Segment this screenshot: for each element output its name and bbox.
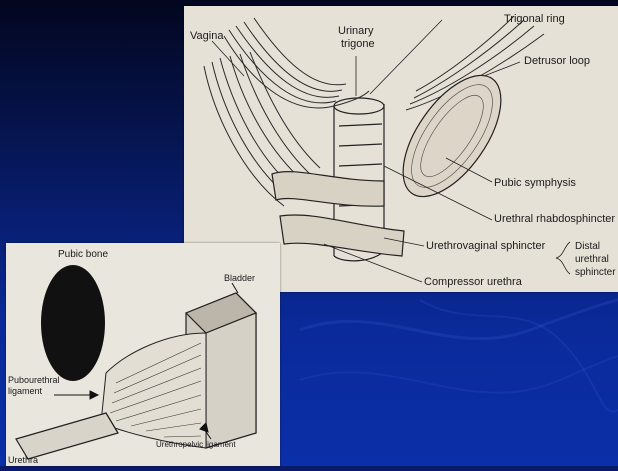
label-pubourethral-line2: ligament	[8, 386, 43, 396]
label-urinary-trigone-line1: Urinary	[338, 25, 374, 37]
label-vagina: Vagina	[190, 30, 224, 42]
label-urinary-trigone-line2: trigone	[341, 38, 375, 50]
label-distal-line1: Distal	[575, 241, 600, 252]
label-urethropelvic-ligament: Urethropelvic ligament	[156, 440, 236, 449]
label-pubic-bone: Pubic bone	[58, 249, 108, 260]
schematic-drawing: Pubic bone Bladder Pubourethral ligament…	[6, 243, 280, 466]
schematic-figure: Pubic bone Bladder Pubourethral ligament…	[6, 243, 280, 466]
label-detrusor-loop: Detrusor loop	[524, 55, 590, 67]
label-bladder: Bladder	[224, 273, 255, 283]
label-compressor-urethra: Compressor urethra	[424, 276, 523, 288]
pubic-bone-shape	[41, 265, 105, 381]
label-urethra: Urethra	[8, 455, 38, 465]
label-distal-line3: sphincter	[575, 267, 616, 278]
label-pubic-symphysis: Pubic symphysis	[494, 177, 576, 189]
label-urethral-rhabdosphincter: Urethral rhabdosphincter	[494, 213, 615, 225]
label-pubourethral-line1: Pubourethral	[8, 375, 60, 385]
label-urethrovaginal-sphincter: Urethrovaginal sphincter	[426, 240, 546, 252]
label-trigonal-ring: Trigonal ring	[504, 13, 565, 25]
label-distal-line2: urethral	[575, 254, 609, 265]
